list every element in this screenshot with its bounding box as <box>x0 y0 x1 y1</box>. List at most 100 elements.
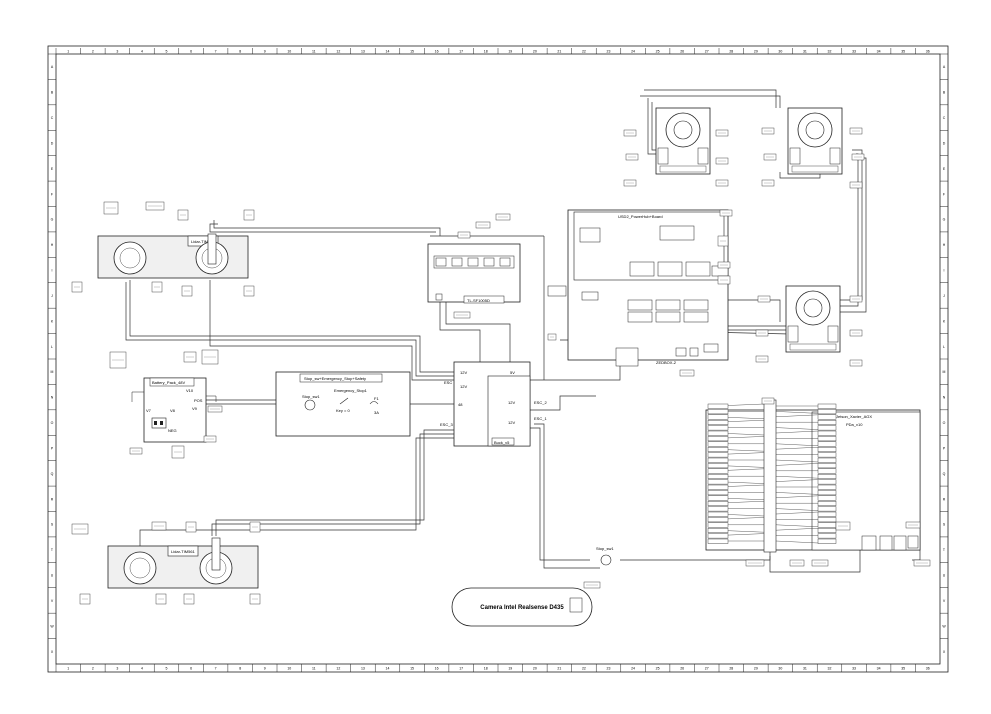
jetson-pin-label-left <box>707 495 729 501</box>
column-number: 33 <box>852 50 856 54</box>
column-number: 15 <box>410 50 414 54</box>
motor-caption-box <box>791 165 839 173</box>
row-letter: C <box>943 116 946 120</box>
jetson-inner-title: PDa_v10 <box>846 422 863 427</box>
motor-right-connector <box>697 147 709 165</box>
row-letter: C <box>51 116 54 120</box>
row-letter: H <box>51 243 54 247</box>
column-number: 19 <box>508 50 512 54</box>
column-number: 1 <box>67 50 69 54</box>
jetson-pin-label-right <box>817 501 837 506</box>
jetson-pin-label-right <box>817 533 837 539</box>
v12-a: 12V <box>460 370 467 375</box>
lidar-top-title: Lidar-TIM561 <box>191 239 216 244</box>
jetson-pin-label-right <box>817 538 837 544</box>
row-letter: X <box>943 650 946 654</box>
column-number: 26 <box>680 667 684 671</box>
v48-label: 48 <box>458 402 463 407</box>
column-number: 12 <box>336 50 340 54</box>
column-number: 33 <box>852 667 856 671</box>
jetson-pin-label-right <box>817 436 837 442</box>
v12-c: 12V <box>508 400 515 405</box>
jetson-pin-wire-right <box>775 508 819 511</box>
jetson-pin-rows <box>707 403 837 544</box>
column-number: 6 <box>190 667 192 671</box>
row-letter: G <box>51 218 54 222</box>
jetson-pin-label-right <box>817 452 837 458</box>
key-label: Key = 0 <box>336 408 350 413</box>
motor-right-connector <box>827 325 839 343</box>
row-letter: V <box>51 599 54 603</box>
jetson-pin-label-left <box>707 436 729 442</box>
jetson-pin-label-left <box>707 457 729 463</box>
column-number: 17 <box>459 50 463 54</box>
jetson-pin-label-left <box>707 522 729 528</box>
jetson-pin-label-right <box>817 495 837 501</box>
jetson-pin-wire-right <box>775 463 819 466</box>
column-number: 24 <box>631 667 635 671</box>
column-number: 31 <box>803 667 807 671</box>
column-number: 29 <box>754 667 758 671</box>
row-letter: S <box>943 523 946 527</box>
column-number: 4 <box>141 50 143 54</box>
column-number: 3 <box>116 50 118 54</box>
jetson-pin-label-right <box>817 479 837 485</box>
jetson-pin-label-right <box>817 414 837 420</box>
motor-unit <box>655 107 711 175</box>
row-letter: A <box>943 65 946 69</box>
jetson-pin-label-left <box>707 533 729 539</box>
battery-pos: POS <box>194 398 203 403</box>
column-number: 24 <box>631 50 635 54</box>
jetson-pin-label-left <box>707 511 729 517</box>
column-number: 1 <box>67 667 69 671</box>
zed-label: ZEDBOX-2 <box>656 360 677 365</box>
powerhub-title: USD2_PowerHub+Board <box>618 214 663 219</box>
row-letter: D <box>943 141 946 145</box>
row-letter: D <box>51 141 54 145</box>
column-number: 21 <box>557 667 561 671</box>
jetson-pin-label-right <box>817 517 837 523</box>
v12-d: 12V <box>508 420 515 425</box>
jetson-pin-wire-right <box>775 540 819 544</box>
column-number: 13 <box>361 50 365 54</box>
jetson-pin-label-left <box>707 420 729 425</box>
column-number: 5 <box>166 50 168 54</box>
camera-title: Camera Intel Realsense D435 <box>480 605 564 611</box>
jetson-pin-wire-right <box>775 447 819 450</box>
jetson-pin-label-right <box>817 528 837 533</box>
row-letter: X <box>51 650 54 654</box>
row-letter: U <box>51 574 54 578</box>
jetson-pin-wire-right <box>775 495 819 498</box>
row-letter: B <box>51 91 54 95</box>
column-number: 36 <box>926 667 930 671</box>
row-letter: K <box>51 319 54 323</box>
column-number: 32 <box>828 667 832 671</box>
buck-title: Buck_v5 <box>494 440 510 445</box>
battery-v7: V7 <box>146 408 152 413</box>
row-letter: U <box>943 574 946 578</box>
row-letter: E <box>51 167 54 171</box>
column-number: 26 <box>680 50 684 54</box>
column-number: 30 <box>778 667 782 671</box>
jetson-pin-label-right <box>817 484 837 490</box>
column-number: 20 <box>533 50 537 54</box>
motor-inner-ring <box>805 120 825 140</box>
row-letter: P <box>943 446 946 450</box>
column-number: 23 <box>607 50 611 54</box>
column-number: 16 <box>435 50 439 54</box>
jetson-pin-label-right <box>817 522 837 528</box>
jetson-pin-label-left <box>707 463 729 469</box>
column-number: 16 <box>435 667 439 671</box>
row-letter: Q <box>943 472 946 476</box>
column-number: 8 <box>239 50 241 54</box>
battery-title: Battery_Pack_48V <box>152 380 185 385</box>
jetson-pin-label-right <box>817 409 837 415</box>
column-number: 29 <box>754 50 758 54</box>
jetson-pin-label-left <box>707 528 729 533</box>
column-number: 27 <box>705 667 709 671</box>
jetson-pin-wire-right <box>775 492 819 495</box>
column-number: 4 <box>141 667 143 671</box>
motor-left-connector <box>789 147 801 165</box>
jetson-pin-wire-right <box>775 443 819 446</box>
